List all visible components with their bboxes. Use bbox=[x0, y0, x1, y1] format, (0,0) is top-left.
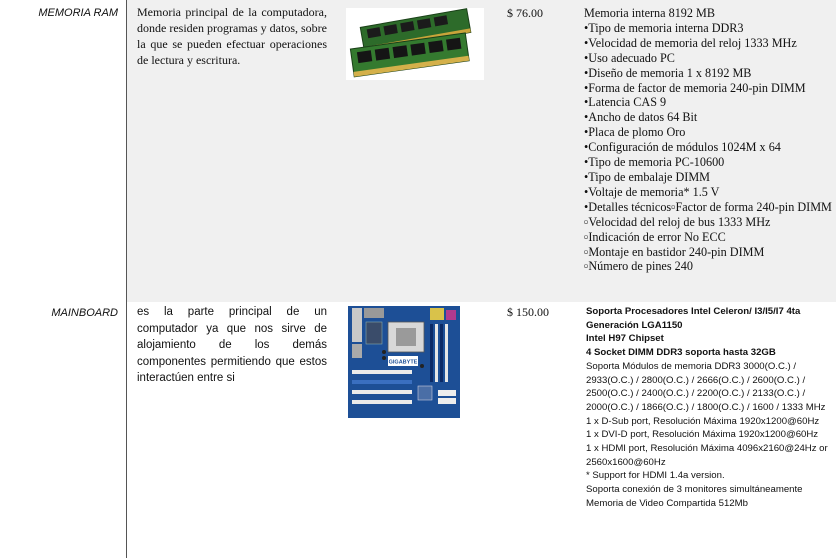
spec-line: •Tipo de memoria interna DDR3 bbox=[584, 20, 744, 35]
row-label: MEMORIA RAM bbox=[38, 7, 118, 19]
motherboard-image: GIGABYTE bbox=[348, 306, 460, 418]
spec-line: 1 x D-Sub port, Resolución Máxima 1920x1… bbox=[586, 415, 820, 427]
spec-line: •Voltaje de memoria* 1.5 V bbox=[584, 184, 720, 199]
row-price: $ 76.00 bbox=[507, 6, 543, 20]
spec-line: ▫Montaje en bastidor 240-pin DIMM bbox=[584, 244, 765, 259]
spec-line: •Detalles técnicos▫Factor de forma 240-p… bbox=[584, 199, 832, 214]
row-price: $ 150.00 bbox=[507, 305, 549, 319]
spec-line: •Velocidad de memoria del reloj 1333 MHz bbox=[584, 35, 797, 50]
spec-line: •Ancho de datos 64 Bit bbox=[584, 110, 698, 125]
spec-line: ▫Velocidad del reloj de bus 1333 MHz bbox=[584, 214, 771, 229]
spec-line: Soporta conexión de 3 monitores simultán… bbox=[586, 484, 803, 496]
spec-line: •Placa de plomo Oro bbox=[584, 125, 686, 140]
spec-line: •Configuración de módulos 1024M x 64 bbox=[584, 140, 781, 155]
spec-line: * Support for HDMI 1.4a version. bbox=[586, 470, 725, 482]
spec-line-bold: 4 Socket DIMM DDR3 soporta hasta 32GB bbox=[586, 347, 776, 359]
row-specs: Memoria interna 8192 MB •Tipo de memoria… bbox=[584, 6, 834, 274]
column-divider bbox=[126, 0, 127, 558]
ram-module-image bbox=[346, 8, 484, 80]
row-specs: Soporta Procesadores Intel Celeron/ I3/I… bbox=[586, 305, 834, 511]
spec-line-bold: Intel H97 Chipset bbox=[586, 333, 664, 345]
row-description: es la parte principal de un computador y… bbox=[137, 306, 327, 384]
spec-line-bold: Soporta Procesadores Intel Celeron/ I3/I… bbox=[586, 306, 801, 331]
spec-line: Memoria de Video Compartida 512Mb bbox=[586, 497, 748, 509]
spec-line: Memoria interna 8192 MB bbox=[584, 6, 715, 20]
spec-line: •Uso adecuado PC bbox=[584, 50, 675, 65]
brand-label: GIGABYTE bbox=[389, 360, 418, 366]
spec-line: ▫Indicación de error No ECC bbox=[584, 229, 726, 244]
spec-line: ▫Número de pines 240 bbox=[584, 259, 693, 274]
row-label: MAINBOARD bbox=[51, 307, 118, 319]
spec-line: 1 x HDMI port, Resolución Máxima 4096x21… bbox=[586, 443, 828, 468]
spec-line: •Tipo de memoria PC-10600 bbox=[584, 155, 725, 170]
spec-line: 1 x DVI-D port, Resolución Máxima 1920x1… bbox=[586, 429, 819, 441]
spec-line: •Diseño de memoria 1 x 8192 MB bbox=[584, 65, 752, 80]
spec-line: •Forma de factor de memoria 240-pin DIMM bbox=[584, 80, 806, 95]
row-description: Memoria principal de la computadora, don… bbox=[137, 5, 327, 67]
spec-line: Soporta Módulos de memoria DDR3 3000(O.C… bbox=[586, 360, 826, 413]
spec-line: •Latencia CAS 9 bbox=[584, 95, 667, 110]
spec-line: •Tipo de embalaje DIMM bbox=[584, 169, 711, 184]
